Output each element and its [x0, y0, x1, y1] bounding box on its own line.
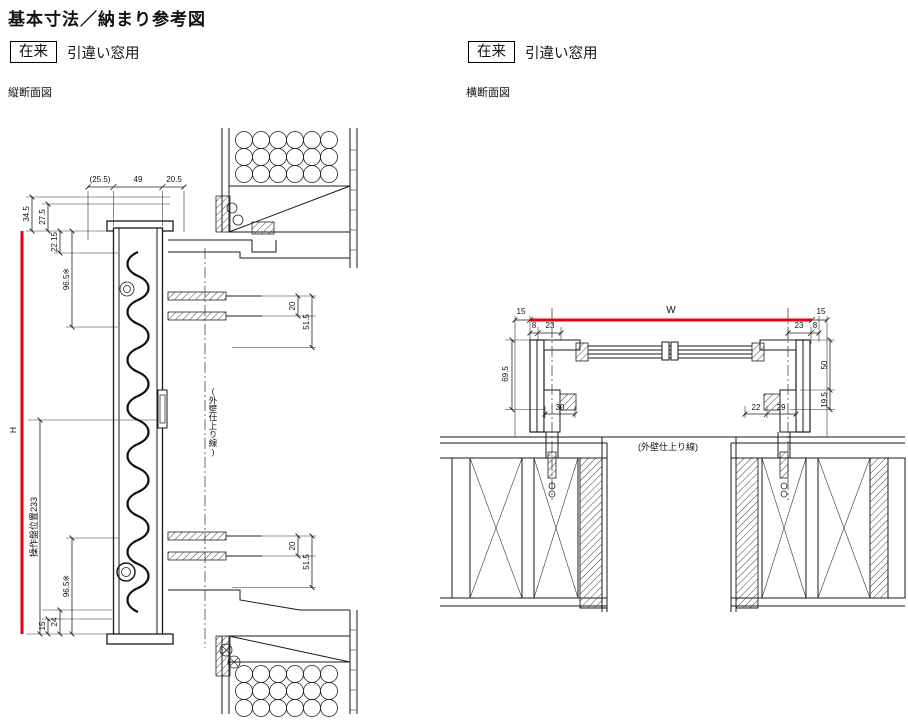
right-panel-side-dimensions: 69.5 50 19.5 30 22 29: [501, 337, 835, 418]
right-section-header: 在来 引違い窓用: [468, 41, 598, 64]
wall-finish-label-left: (外壁仕上り線): [208, 386, 218, 457]
dim-29: 29: [777, 403, 786, 412]
upper-wall: [168, 128, 358, 268]
dim-69-5: 69.5: [501, 366, 510, 382]
sliding-sash-rails: [588, 341, 752, 361]
dim-19-5: 19.5: [820, 392, 829, 408]
left-section-header: 在来 引違い窓用: [10, 41, 140, 64]
dim-H: H: [8, 427, 18, 433]
dim-50: 50: [820, 360, 829, 369]
dim-W: W: [666, 305, 676, 316]
left-subtitle: 引違い窓用: [67, 45, 140, 62]
dim-15-right: 15: [817, 307, 826, 316]
dim-23-left: 23: [546, 321, 555, 330]
dim-22-15: 22.15: [50, 231, 59, 252]
right-jamb: [751, 339, 811, 433]
window-frame-vertical: [106, 220, 174, 645]
dim-8-right: 8: [813, 321, 818, 330]
jamb-anchors: [545, 432, 791, 498]
left-wall-plan: [440, 437, 608, 612]
dim-15-left: 15: [517, 307, 526, 316]
page-title: 基本寸法／納まり参考図: [8, 10, 206, 29]
dim-23-right: 23: [795, 321, 804, 330]
insulation-coil-top: [235, 131, 338, 183]
width-dimensions: 15 W 15 8 23 23 8: [512, 305, 830, 437]
right-wall-plan: [730, 437, 906, 612]
wall-finish-line: (外壁仕上り線): [440, 436, 905, 452]
dim-51-5-top: 51.5: [302, 314, 311, 330]
right-view-label: 横断面図: [466, 87, 510, 99]
screen-fold: [126, 250, 150, 614]
dim-20-5: 20.5: [166, 175, 182, 184]
dim-34-5: 34.5: [22, 206, 31, 222]
dim-96-5-bottom: 96.5※: [62, 575, 71, 597]
dim-27-5: 27.5: [38, 209, 47, 225]
left-top-dimensions: (25.5) 49 20.5: [85, 175, 187, 240]
vertical-section-drawing: (外壁仕上り線): [8, 128, 358, 717]
dim-20-bottom: 20: [288, 541, 297, 550]
dim-30: 30: [556, 403, 565, 412]
right-subtitle: 引違い窓用: [525, 45, 598, 62]
lower-wall: [168, 589, 358, 717]
left-view-label: 縦断面図: [8, 87, 52, 99]
dim-panel-position: 操作盤位置233: [28, 497, 39, 557]
left-tag-box: 在来: [10, 41, 57, 64]
dim-49: 49: [134, 175, 143, 184]
dim-96-5-top: 96.5※: [62, 268, 71, 290]
wall-finish-label-right: (外壁仕上り線): [638, 441, 698, 452]
dim-20-top: 20: [288, 301, 297, 310]
screw-dimensions-bottom: 20 51.5: [232, 533, 316, 591]
dim-24: 24: [50, 617, 59, 626]
left-side-dimensions: 34.5 27.5 22.15 96.5※ H 操作盤位置233 96.5※ 1…: [8, 194, 170, 637]
horizontal-section-drawing: 15 W 15 8 23 23 8: [440, 305, 906, 612]
dim-51-5-bottom: 51.5: [302, 554, 311, 570]
left-jamb: [529, 339, 589, 433]
dim-15: 15: [38, 621, 47, 630]
dim-25-5: (25.5): [90, 175, 111, 184]
insulation-coil-bottom: [235, 665, 338, 717]
screw-dimensions-top: 20 51.5: [232, 293, 316, 351]
right-tag-box: 在来: [468, 41, 515, 64]
dim-22: 22: [752, 403, 761, 412]
dim-8-left: 8: [532, 321, 537, 330]
